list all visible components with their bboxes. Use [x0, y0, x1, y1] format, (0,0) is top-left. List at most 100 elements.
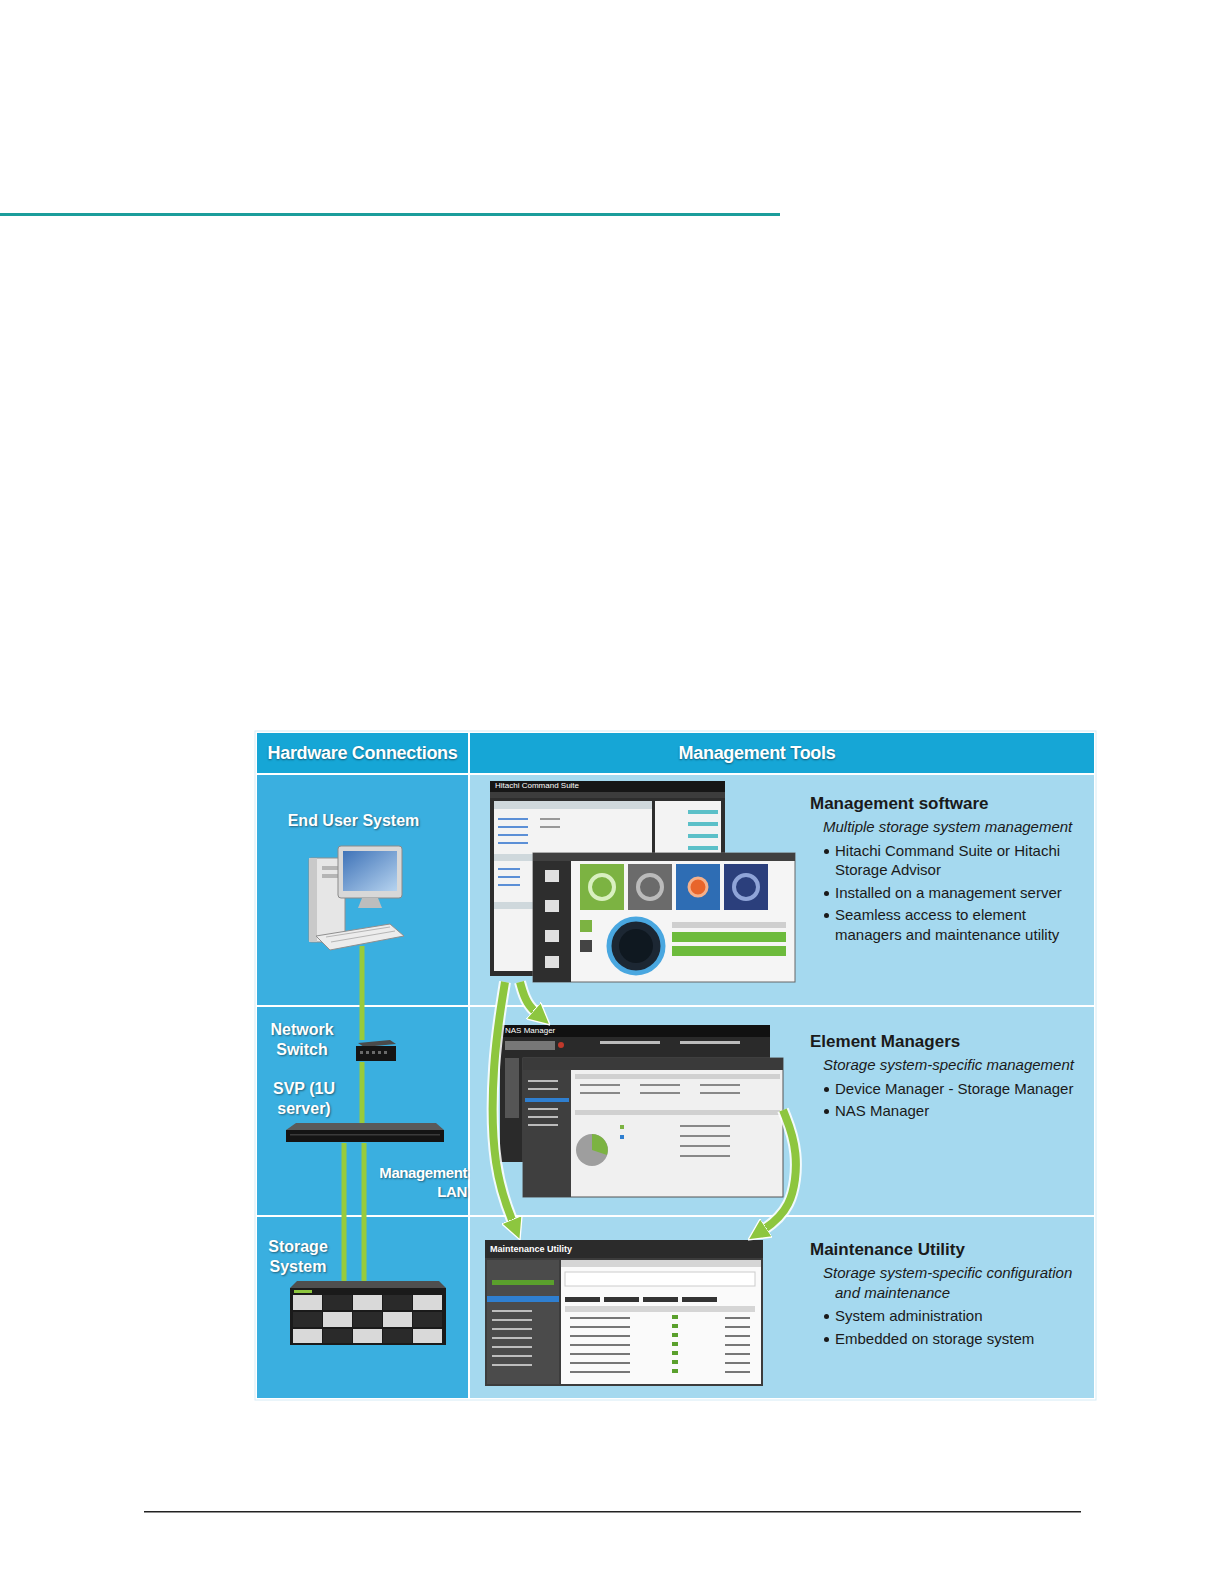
software-screenshot-part [545, 900, 559, 912]
connector-group [344, 1143, 345, 1281]
storage-icon-part [323, 1329, 352, 1343]
software-screenshot-part [545, 930, 559, 942]
element-manager-screenshot-part [600, 1041, 660, 1044]
element-manager-screenshot-part [620, 1125, 624, 1129]
software-screenshot-part [533, 853, 795, 861]
tool-panel: Maintenance UtilityStorage system-specif… [470, 1217, 1094, 1398]
maintenance-screenshot-part [492, 1328, 532, 1330]
element-manager-screenshot-part [558, 1042, 564, 1048]
connector-group [362, 1062, 363, 1123]
bullet-dot [824, 891, 829, 896]
heading-row: Management software [810, 793, 1085, 814]
pc-icon-part [331, 931, 395, 942]
table-grid-part [255, 731, 1096, 1400]
software-screenshot-part [672, 922, 786, 928]
element-manager-screenshot-part [505, 1041, 555, 1050]
maintenance-screenshot-part [570, 1344, 630, 1346]
element-manager-screenshot-part [528, 1108, 558, 1110]
element-manager-screenshot-part [620, 1135, 624, 1139]
maintenance-screenshot-part [672, 1324, 678, 1328]
maintenance-screenshot-part [487, 1296, 559, 1302]
maintenance-screenshot-part [725, 1326, 750, 1328]
software-screenshot-part [498, 884, 520, 886]
storage-icon-part [293, 1312, 322, 1327]
element-manager-screenshot-part [528, 1088, 558, 1090]
element-manager-screenshot-part [680, 1125, 730, 1127]
text-column: Maintenance UtilityStorage system-specif… [810, 1239, 1085, 1348]
maintenance-screenshot-part [725, 1344, 750, 1346]
maintenance-screenshot-part [485, 1240, 763, 1386]
maintenance-screenshot-part [492, 1364, 532, 1366]
hardware-label: Storage System [262, 1237, 334, 1277]
element-manager-screenshot-part [680, 1145, 730, 1147]
storage-icon [290, 1281, 446, 1345]
software-screenshot-part [545, 956, 559, 968]
rule-lines-part [144, 1511, 1081, 1513]
hardware-node: Network Switch [355, 1040, 397, 1062]
hardware-node: SVP (1U server) [286, 1123, 444, 1143]
label-frame: End User System [283, 811, 424, 831]
maintenance-screenshot-part [570, 1371, 630, 1373]
software-screenshot-part [498, 876, 520, 878]
software-screenshot-part [672, 946, 786, 956]
screenshot-window: Maintenance Utility [485, 1240, 763, 1386]
element-manager-screenshot-part [575, 1074, 780, 1079]
header-cell: Management Tools [470, 733, 1094, 773]
maintenance-screenshot-part [570, 1335, 630, 1337]
software-screenshot-part [540, 818, 560, 820]
panel-heading: Maintenance Utility [810, 1239, 1085, 1260]
pc-icon [309, 846, 404, 950]
switch-icon-part [360, 1051, 363, 1054]
bullet-item: NAS Manager [810, 1101, 1085, 1121]
text-column: Management softwareMultiple storage syst… [810, 793, 1085, 944]
panel-subtitle: Storage system-specific management [810, 1055, 1085, 1075]
heading-row: Element Managers [810, 1031, 1085, 1052]
software-screenshot-part [490, 781, 725, 792]
hardware-label: Network Switch [260, 1020, 344, 1060]
network-cable [360, 1062, 365, 1123]
bullet-dot [824, 1314, 829, 1319]
header-label: Management Tools [679, 743, 836, 764]
header-cell: Hardware Connections [257, 733, 468, 773]
software-screenshot-part [734, 875, 758, 899]
table-grid-part [470, 733, 1094, 773]
maintenance-screenshot-part [672, 1342, 678, 1346]
maintenance-screenshot-part [604, 1297, 639, 1302]
network-label: Management LAN [372, 1163, 467, 1201]
element-manager-screenshot-part [500, 1025, 770, 1037]
element-manager-screenshot-part [523, 1070, 571, 1197]
connector-group [493, 982, 516, 1230]
pc-icon-part [322, 866, 340, 870]
window-title: Maintenance Utility [490, 1244, 572, 1254]
text-column: Element ManagersStorage system-specific … [810, 1031, 1085, 1121]
title-frame: NAS Manager [505, 1026, 555, 1036]
software-screenshot-part [619, 929, 653, 963]
bullet-item: Hitachi Command Suite or Hitachi Storage… [810, 841, 1085, 880]
storage-icon-part [290, 1281, 446, 1288]
pc-icon-part [343, 851, 397, 891]
software-screenshot-part [498, 842, 528, 844]
software-screenshot-part [688, 822, 718, 826]
screenshot-window: NAS Manager [500, 1025, 783, 1197]
storage-icon-part [353, 1295, 382, 1310]
element-manager-screenshot-part [575, 1110, 780, 1115]
storage-icon-part [413, 1295, 442, 1310]
software-screenshot-part [688, 834, 718, 838]
maintenance-screenshot-part [725, 1362, 750, 1364]
element-manager-screenshot-part [580, 1092, 620, 1094]
network-cable [362, 1143, 367, 1281]
connector-halo [520, 982, 542, 1018]
element-manager-screenshot-part [640, 1084, 680, 1086]
software-screenshot-part [545, 870, 559, 882]
hardware-node: End User System [303, 838, 404, 946]
label-frame: Network Switch [260, 1020, 344, 1060]
table-grid-part [257, 733, 468, 773]
element-manager-screenshot-part [576, 1134, 608, 1166]
software-screenshot-part [540, 826, 560, 828]
software-screenshot-part [590, 875, 614, 899]
subtitle-row: Multiple storage system management [810, 817, 1085, 837]
title-frame: Maintenance Utility [490, 1244, 572, 1254]
maintenance-screenshot-part [672, 1333, 678, 1337]
